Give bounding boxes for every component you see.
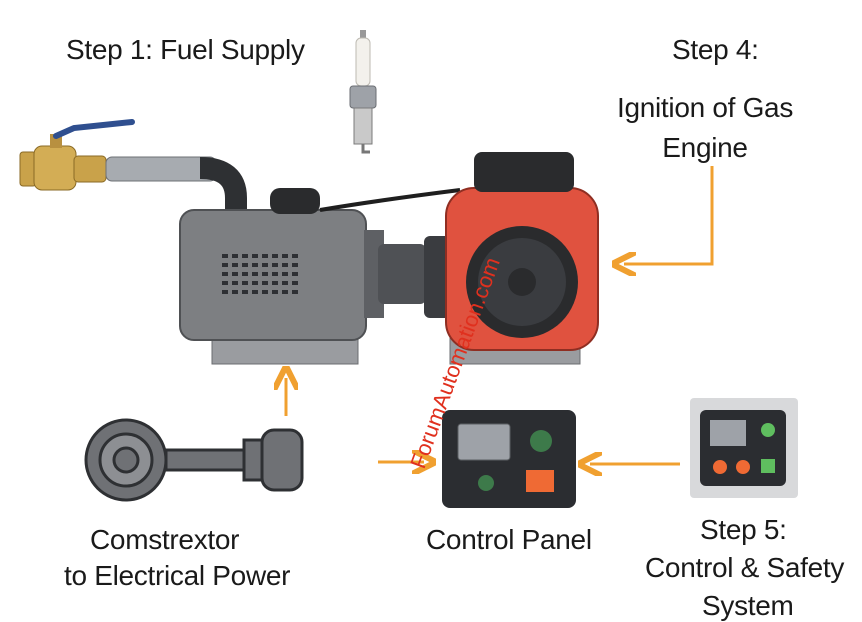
generator bbox=[424, 152, 599, 365]
compressor-label-line1: Comstrextor bbox=[90, 524, 240, 555]
safety-system-icon bbox=[690, 398, 798, 498]
engine-vent-icon bbox=[222, 254, 298, 294]
control-panel-label: Control Panel bbox=[426, 524, 592, 555]
step4-title: Step 4: bbox=[672, 34, 759, 65]
fuel-hose bbox=[105, 156, 247, 212]
gas-engine bbox=[179, 188, 426, 365]
control-panel-icon bbox=[442, 410, 576, 508]
step5-label-line1: Step 5: bbox=[700, 514, 787, 545]
step4-description: Ignition of Gas Engine bbox=[616, 92, 794, 163]
flow-arrows bbox=[286, 166, 714, 464]
compressor-icon bbox=[84, 418, 304, 502]
compressor-label-line2: to Electrical Power bbox=[64, 560, 291, 591]
spark-plug-icon bbox=[349, 30, 377, 154]
step5-label-line3: System bbox=[702, 590, 794, 621]
step1-label: Step 1: Fuel Supply bbox=[66, 34, 305, 65]
step5-label-line2: Control & Safety bbox=[645, 552, 845, 583]
arrow-to-ignition bbox=[624, 166, 714, 264]
fuel-valve-icon bbox=[19, 119, 135, 191]
